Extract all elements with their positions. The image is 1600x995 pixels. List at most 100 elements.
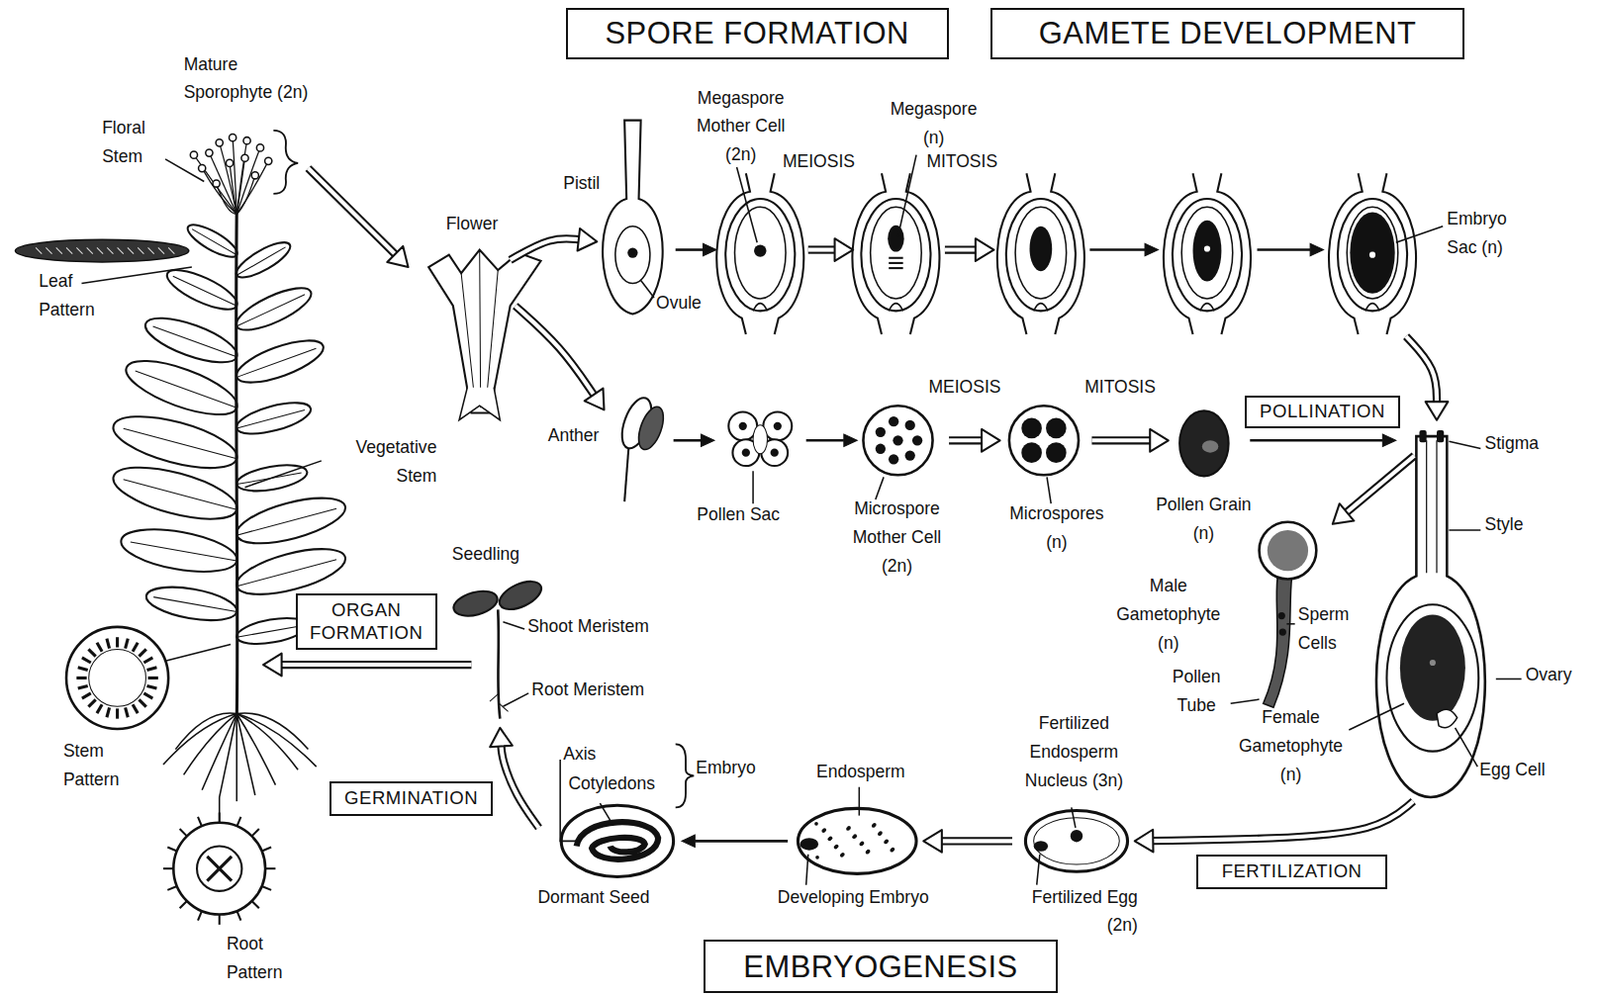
arrow-shaft [1249, 439, 1383, 443]
leader-line [858, 787, 861, 817]
floret [215, 139, 223, 147]
arrow-shaft [515, 305, 595, 396]
leaf-vein [96, 247, 103, 254]
microspore-mother-cell [862, 405, 933, 475]
part-label: Pollen Tube [1163, 662, 1230, 721]
part-label: Male Gametophyte (n) [1112, 571, 1224, 659]
micropyle [1365, 303, 1380, 312]
megaspore [1193, 220, 1223, 283]
leader-line [752, 470, 754, 504]
pollen-tube [1263, 576, 1293, 708]
root-hair [252, 901, 260, 909]
part-label: Developing Embryo [777, 883, 930, 913]
nucellus [1015, 206, 1067, 299]
leader-line [165, 159, 204, 183]
root-hair [265, 867, 276, 870]
pollen-grain [1179, 410, 1229, 476]
leaf-vein [168, 247, 175, 254]
arrow-shaft-outline [515, 305, 595, 396]
ovule-stage [997, 173, 1085, 335]
arrow-shaft-outline [307, 168, 396, 256]
floral-branch [236, 158, 245, 215]
stage-title: SPORE FORMATION [604, 14, 909, 52]
floret [212, 180, 220, 188]
floral-branch [236, 140, 247, 214]
microspore [1021, 442, 1042, 464]
leaf-vein [45, 247, 52, 254]
seed-inner [1034, 818, 1121, 865]
leaf [162, 262, 243, 317]
leader-line [599, 803, 612, 825]
leaf [231, 236, 294, 284]
arrow-shaft-outline [808, 245, 838, 254]
part-label: Cotyledons [567, 769, 656, 799]
leaf [119, 350, 243, 426]
part-label: Embryo [695, 753, 755, 783]
stigma-lobe [1418, 430, 1426, 443]
arrow-shaft [500, 744, 539, 829]
arrow-shaft [694, 840, 788, 844]
endosperm-cell [878, 831, 883, 836]
leaf [232, 488, 351, 553]
stage-box: SPORE FORMATION [565, 7, 949, 60]
integument [860, 198, 931, 311]
part-label: Egg Cell [1479, 755, 1545, 785]
leaf-midrib [236, 410, 305, 429]
stage-title: GERMINATION [344, 787, 478, 810]
leader-line [1448, 441, 1481, 449]
part-label: MITOSIS [926, 147, 998, 177]
sporophyte-brace [273, 130, 298, 194]
vascular-bundle [146, 685, 157, 689]
stage-box: GERMINATION [329, 781, 493, 817]
pollen-nucleus [1202, 440, 1220, 453]
endosperm-cell [872, 823, 877, 828]
arrow-shaft-outline [1091, 436, 1152, 445]
mother-cell-nucleus [905, 450, 916, 461]
root-hair [167, 847, 178, 851]
endosperm-cell [814, 822, 819, 827]
leaf [233, 396, 314, 441]
central-nucleus [1429, 659, 1436, 666]
leader-line [875, 476, 884, 500]
xylem [206, 856, 232, 882]
endosperm-cell [847, 826, 851, 831]
arrow-head [1425, 401, 1449, 421]
filament [624, 449, 629, 503]
root-hair [218, 812, 221, 823]
microspore [1045, 442, 1067, 464]
seed-coat [1025, 810, 1128, 872]
root-hair [236, 911, 241, 922]
cotyledon [495, 575, 547, 616]
leader-line [898, 155, 918, 237]
degenerate-spore [888, 267, 903, 270]
xylem [206, 856, 232, 882]
sporogenous-cell [739, 422, 748, 431]
pistil [602, 120, 663, 315]
arrow-head [700, 434, 714, 447]
root [236, 714, 256, 796]
root-hair [167, 886, 178, 891]
part-label: Seedling [452, 540, 520, 569]
mother-cell-nucleus [912, 435, 923, 446]
ovule-stage [851, 173, 940, 335]
root [184, 714, 238, 776]
part-label: Stigma [1484, 429, 1539, 459]
arrow-head [1144, 243, 1158, 256]
floret [205, 149, 213, 157]
part-label: Endosperm [816, 757, 906, 787]
root-stele [196, 847, 242, 892]
leaf-midrib [236, 294, 305, 327]
integument [1337, 198, 1408, 311]
endosperm-cell [852, 834, 857, 839]
part-label: MEIOSIS [782, 147, 855, 177]
floral-branch [208, 153, 237, 215]
leaf-vein [127, 247, 134, 254]
arrow-shaft [1406, 336, 1437, 404]
female-gametophyte [1400, 615, 1466, 722]
leader-line [1046, 476, 1051, 504]
vascular-bundle [96, 643, 102, 653]
part-label: Leaf Pattern [38, 267, 110, 325]
pollen-grain [1259, 522, 1318, 580]
arrow-head [681, 835, 695, 848]
part-label: Style [1484, 510, 1523, 540]
